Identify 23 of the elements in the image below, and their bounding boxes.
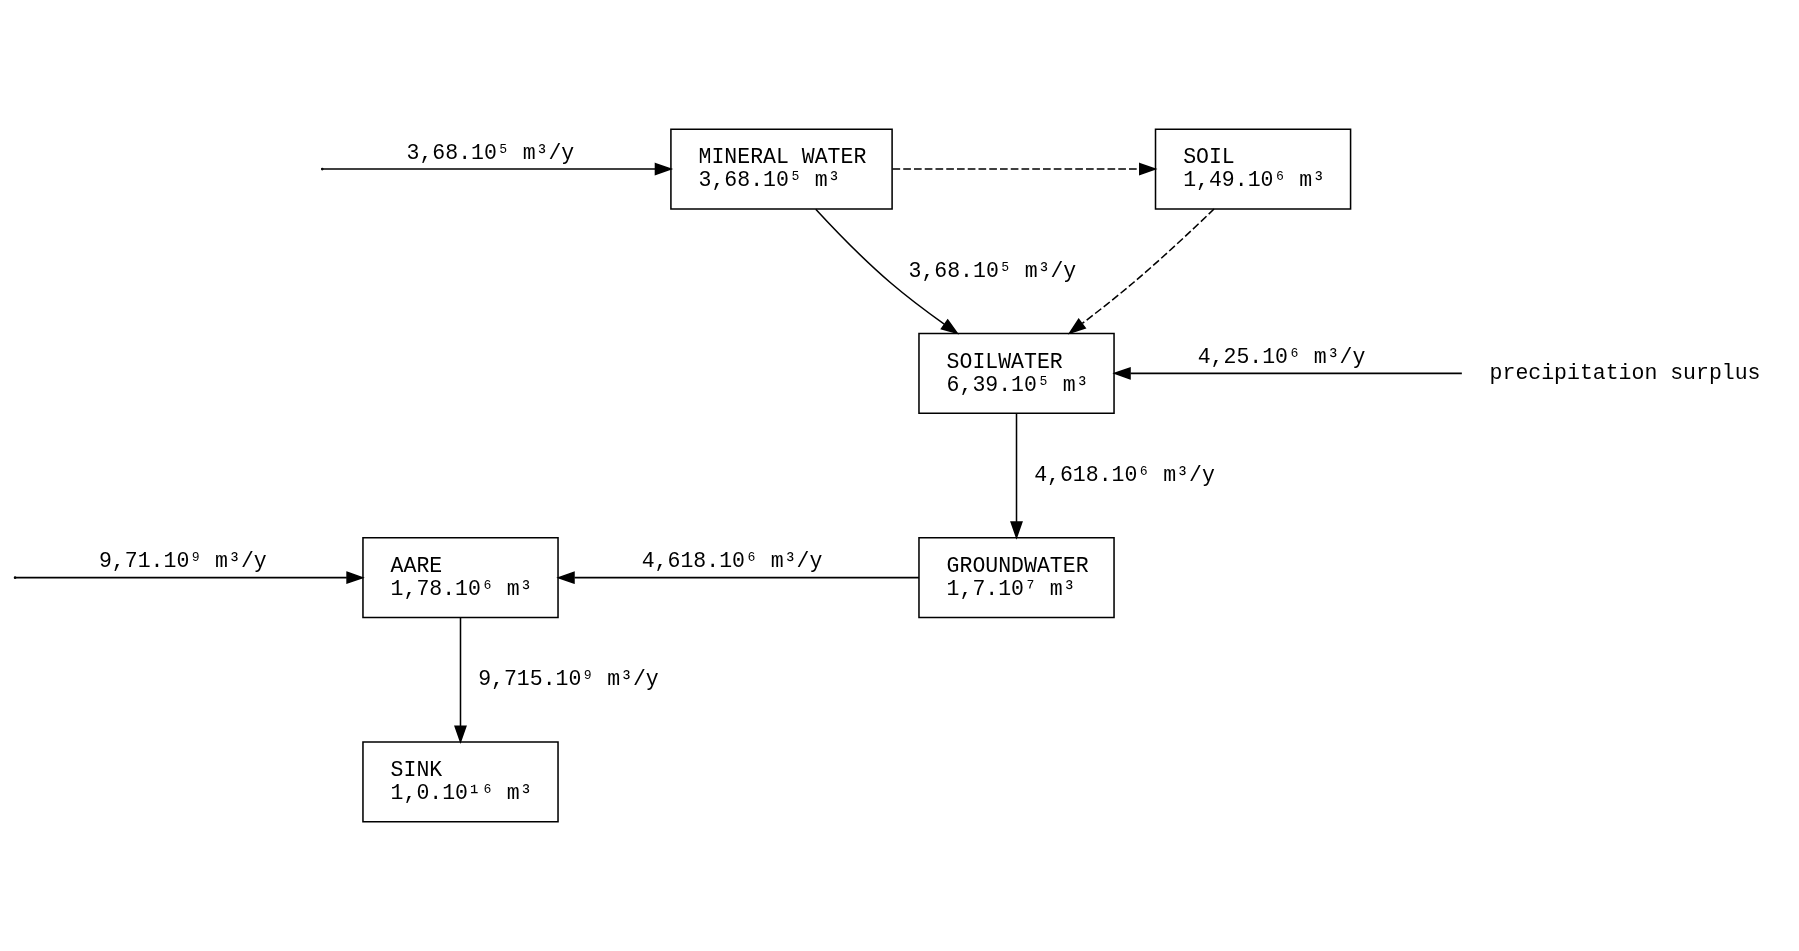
arrow xyxy=(322,162,674,176)
arrow xyxy=(454,617,467,745)
node-box: AARE 1,78.10⁶ m³ xyxy=(362,536,559,619)
edge-label: 3,68.10⁵ m³/y xyxy=(908,258,1077,283)
edge-label: 3,68.10⁵ m³/y xyxy=(406,140,575,165)
arrow xyxy=(1010,412,1023,540)
edge-label: 4,618.10⁶ m³/y xyxy=(641,549,823,574)
node-box: MINERAL WATER 3,68.10⁵ m³ xyxy=(670,128,893,210)
node-box: SINK 1,0.10¹⁶ m³ xyxy=(362,741,559,823)
arrow xyxy=(15,571,365,585)
arrow xyxy=(556,571,920,585)
edge-label: 9,71.10⁹ m³/y xyxy=(98,549,267,574)
arrow xyxy=(1112,366,1463,380)
arrow xyxy=(1067,208,1215,335)
node-box: SOILWATER 6,39.10⁵ m³ xyxy=(918,332,1115,415)
edge-label: 9,715.10⁹ m³/y xyxy=(478,667,659,692)
edge-label: 4,618.10⁶ m³/y xyxy=(1034,463,1215,488)
arrow xyxy=(891,162,1158,176)
arrow xyxy=(814,208,960,335)
node-box: SOIL 1,49.10⁶ m³ xyxy=(1154,128,1352,210)
node-text: precipitation surplus xyxy=(1489,361,1761,386)
node-box: GROUNDWATER 1,7.10⁷ m³ xyxy=(918,536,1115,619)
edge-label: 4,25.10⁶ m³/y xyxy=(1197,344,1366,369)
